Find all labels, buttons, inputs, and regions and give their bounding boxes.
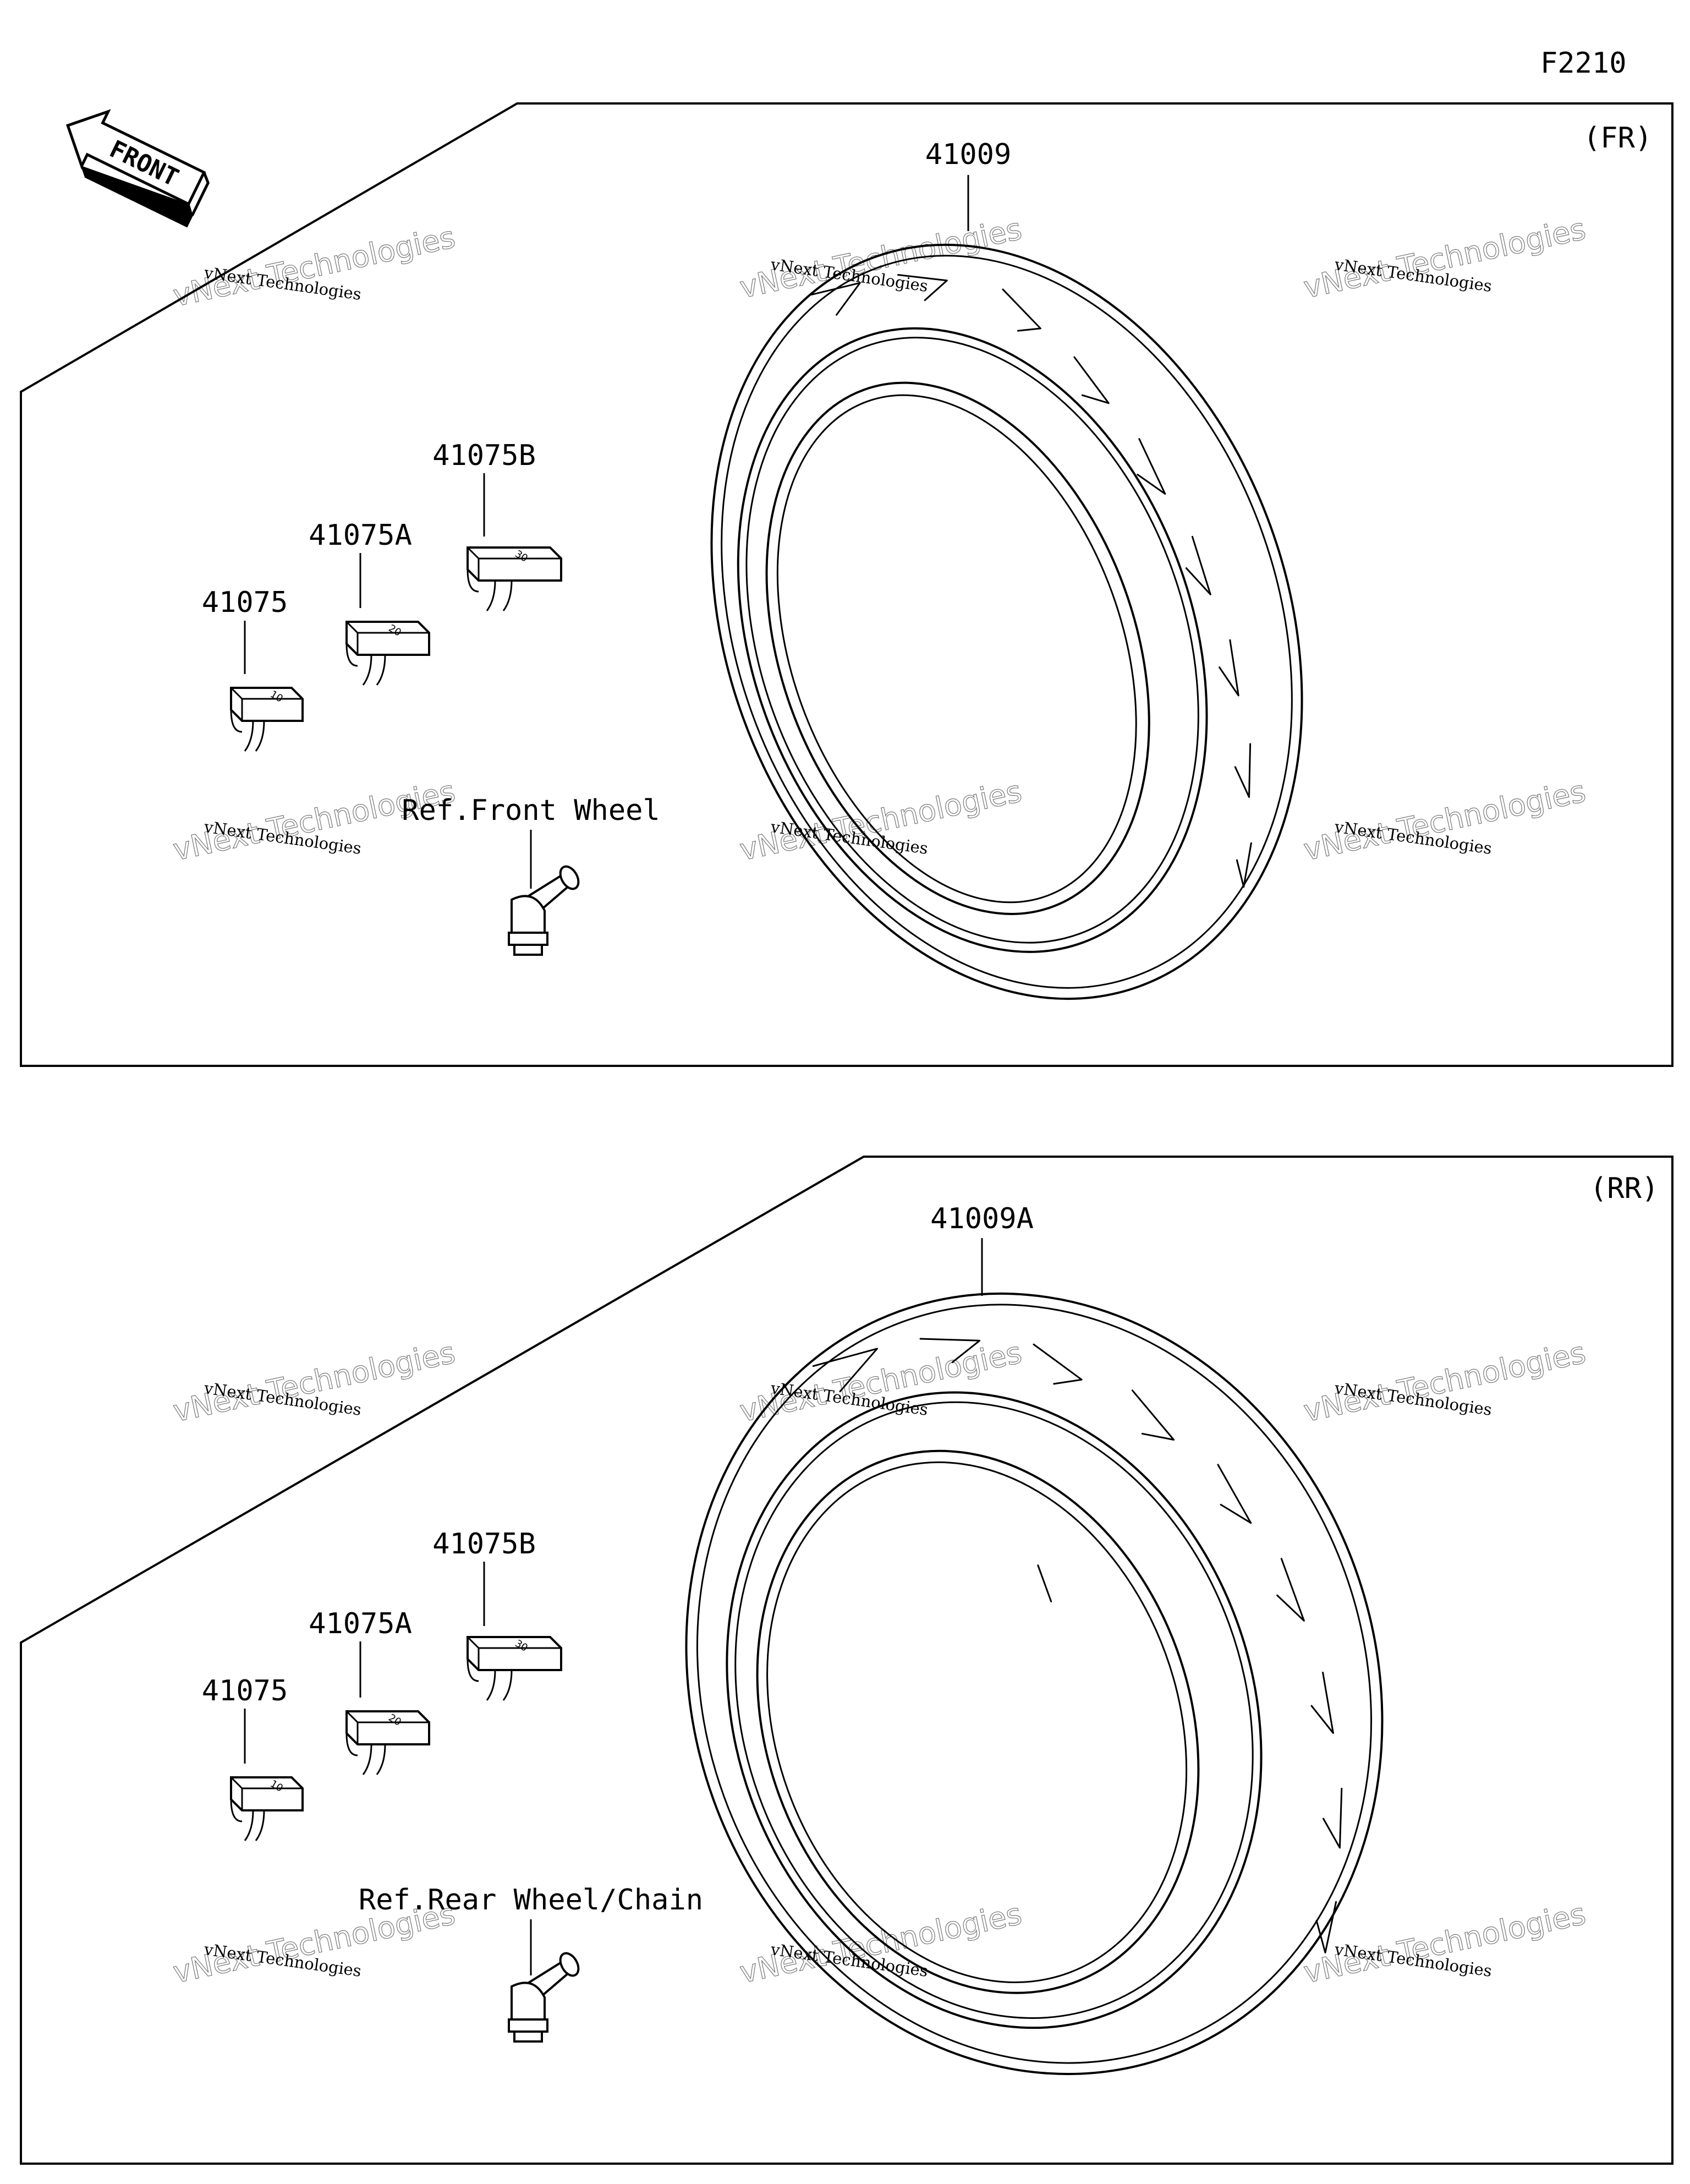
rear-valve-ref: Ref.Rear Wheel/Chain bbox=[359, 1884, 703, 1917]
front-tire-label: 41009 bbox=[925, 138, 1012, 171]
front-arrow-icon: FRONT bbox=[65, 109, 210, 228]
valve-stem-icon bbox=[508, 1952, 580, 2043]
front-weight-41075a: 41075A 20 bbox=[309, 519, 430, 686]
front-weight-41075b-label: 41075B bbox=[432, 439, 536, 472]
rear-section-tag: (RR) bbox=[1590, 1172, 1659, 1205]
rear-weight-41075a-label: 41075A bbox=[309, 1607, 412, 1640]
watermark: vNext Technologies vNext Technologies bbox=[1301, 211, 1589, 305]
figure-code: F2210 bbox=[1540, 47, 1627, 80]
rear-section-border bbox=[20, 1156, 1673, 2165]
wheel-weight-icon: 30 bbox=[467, 1636, 562, 1701]
watermark: vNext Technologies vNext Technologies bbox=[170, 1896, 459, 1990]
front-weight-41075: 41075 10 bbox=[202, 586, 304, 752]
front-weight-41075b: 41075B 30 bbox=[432, 439, 562, 611]
front-tire bbox=[710, 243, 1303, 1000]
watermark: vNext Technologies vNext Technologies bbox=[737, 1335, 1025, 1429]
rear-weight-41075a: 41075A 20 bbox=[309, 1607, 430, 1775]
watermark: vNext Technologies vNext Technologies bbox=[1301, 1896, 1589, 1990]
wheel-weight-icon: 20 bbox=[345, 1710, 430, 1775]
front-weight-41075a-label: 41075A bbox=[309, 519, 412, 552]
rear-weight-41075b: 41075B 30 bbox=[432, 1528, 562, 1701]
watermark: vNext Technologies vNext Technologies bbox=[737, 774, 1025, 868]
front-valve-ref: Ref.Front Wheel bbox=[402, 794, 660, 827]
rear-tire-label: 41009A bbox=[930, 1202, 1034, 1235]
front-weight-41075-label: 41075 bbox=[202, 586, 288, 619]
valve-stem-icon bbox=[508, 865, 580, 956]
wheel-weight-icon: 10 bbox=[230, 687, 304, 752]
wheel-weight-icon: 10 bbox=[230, 1776, 304, 1841]
front-section-border bbox=[20, 102, 1673, 1067]
watermark: vNext Technologies vNext Technologies bbox=[1301, 1335, 1589, 1429]
front-tread bbox=[810, 274, 1252, 888]
rear-tread bbox=[812, 1338, 1343, 1954]
watermark: vNext Technologies vNext Technologies bbox=[1301, 774, 1589, 868]
rear-weight-41075-label: 41075 bbox=[202, 1674, 288, 1707]
rear-tire bbox=[685, 1292, 1384, 2076]
rear-weight-41075: 41075 10 bbox=[202, 1674, 304, 1841]
watermark: vNext Technologies vNext Technologies bbox=[170, 220, 459, 314]
rear-weight-41075b-label: 41075B bbox=[432, 1528, 536, 1561]
front-section: (FR) 41009 4107 bbox=[20, 102, 1673, 1067]
wheel-weight-icon: 30 bbox=[467, 546, 562, 611]
rear-section: (RR) 41009A 4107 bbox=[20, 1156, 1673, 2165]
wheel-weight-icon: 20 bbox=[345, 621, 430, 686]
front-section-tag: (FR) bbox=[1583, 122, 1652, 155]
